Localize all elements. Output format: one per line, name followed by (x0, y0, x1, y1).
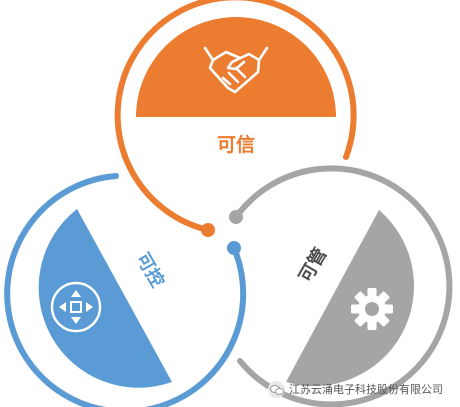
trust-ring (114, 0, 357, 233)
segment-manage: 可管 (229, 165, 453, 407)
control-ring (4, 173, 247, 407)
control-label: 可控 (132, 249, 169, 291)
direction-pad-icon (50, 281, 102, 333)
gear-icon (351, 288, 393, 330)
watermark-text: 江苏云涌电子科技股份有限公司 (289, 383, 443, 396)
manage-connector-dot (229, 210, 243, 224)
wechat-icon (268, 380, 285, 398)
trust-connector-dot (201, 223, 215, 237)
segment-control: 可控 (4, 173, 247, 407)
watermark: 江苏云涌电子科技股份有限公司 (268, 378, 443, 400)
trust-label: 可信 (217, 133, 255, 156)
manage-half-disc (286, 210, 415, 387)
handshake-icon (203, 46, 269, 94)
control-half-disc (38, 209, 173, 388)
control-connector-dot (227, 241, 241, 255)
segment-trust: 可信 (114, 0, 357, 237)
manage-ring (233, 165, 453, 407)
manage-label: 可管 (294, 244, 331, 286)
